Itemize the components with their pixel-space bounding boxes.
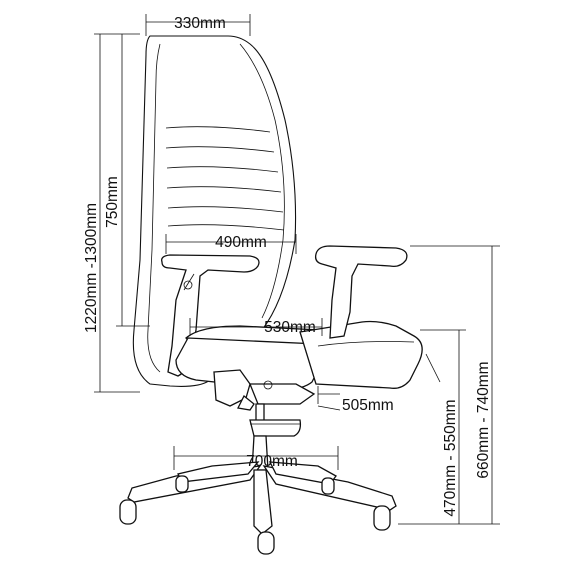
arm-width-label: 490mm — [215, 234, 267, 251]
office-chair-illustration — [119, 35, 423, 555]
back-height-label: 750mm — [104, 176, 121, 228]
back-width-label: 330mm — [174, 15, 226, 32]
seat-depth-label: 505mm — [342, 397, 394, 414]
base-diameter-label: 700mm — [246, 453, 298, 470]
dimension-lines — [94, 14, 500, 525]
overall-height-label: 1220mm -1300mm — [83, 203, 100, 333]
seat-height-label: 470mm - 550mm — [442, 399, 459, 516]
seat-width-label: 530mm — [264, 319, 316, 336]
arm-height-label: 660mm - 740mm — [475, 361, 492, 478]
